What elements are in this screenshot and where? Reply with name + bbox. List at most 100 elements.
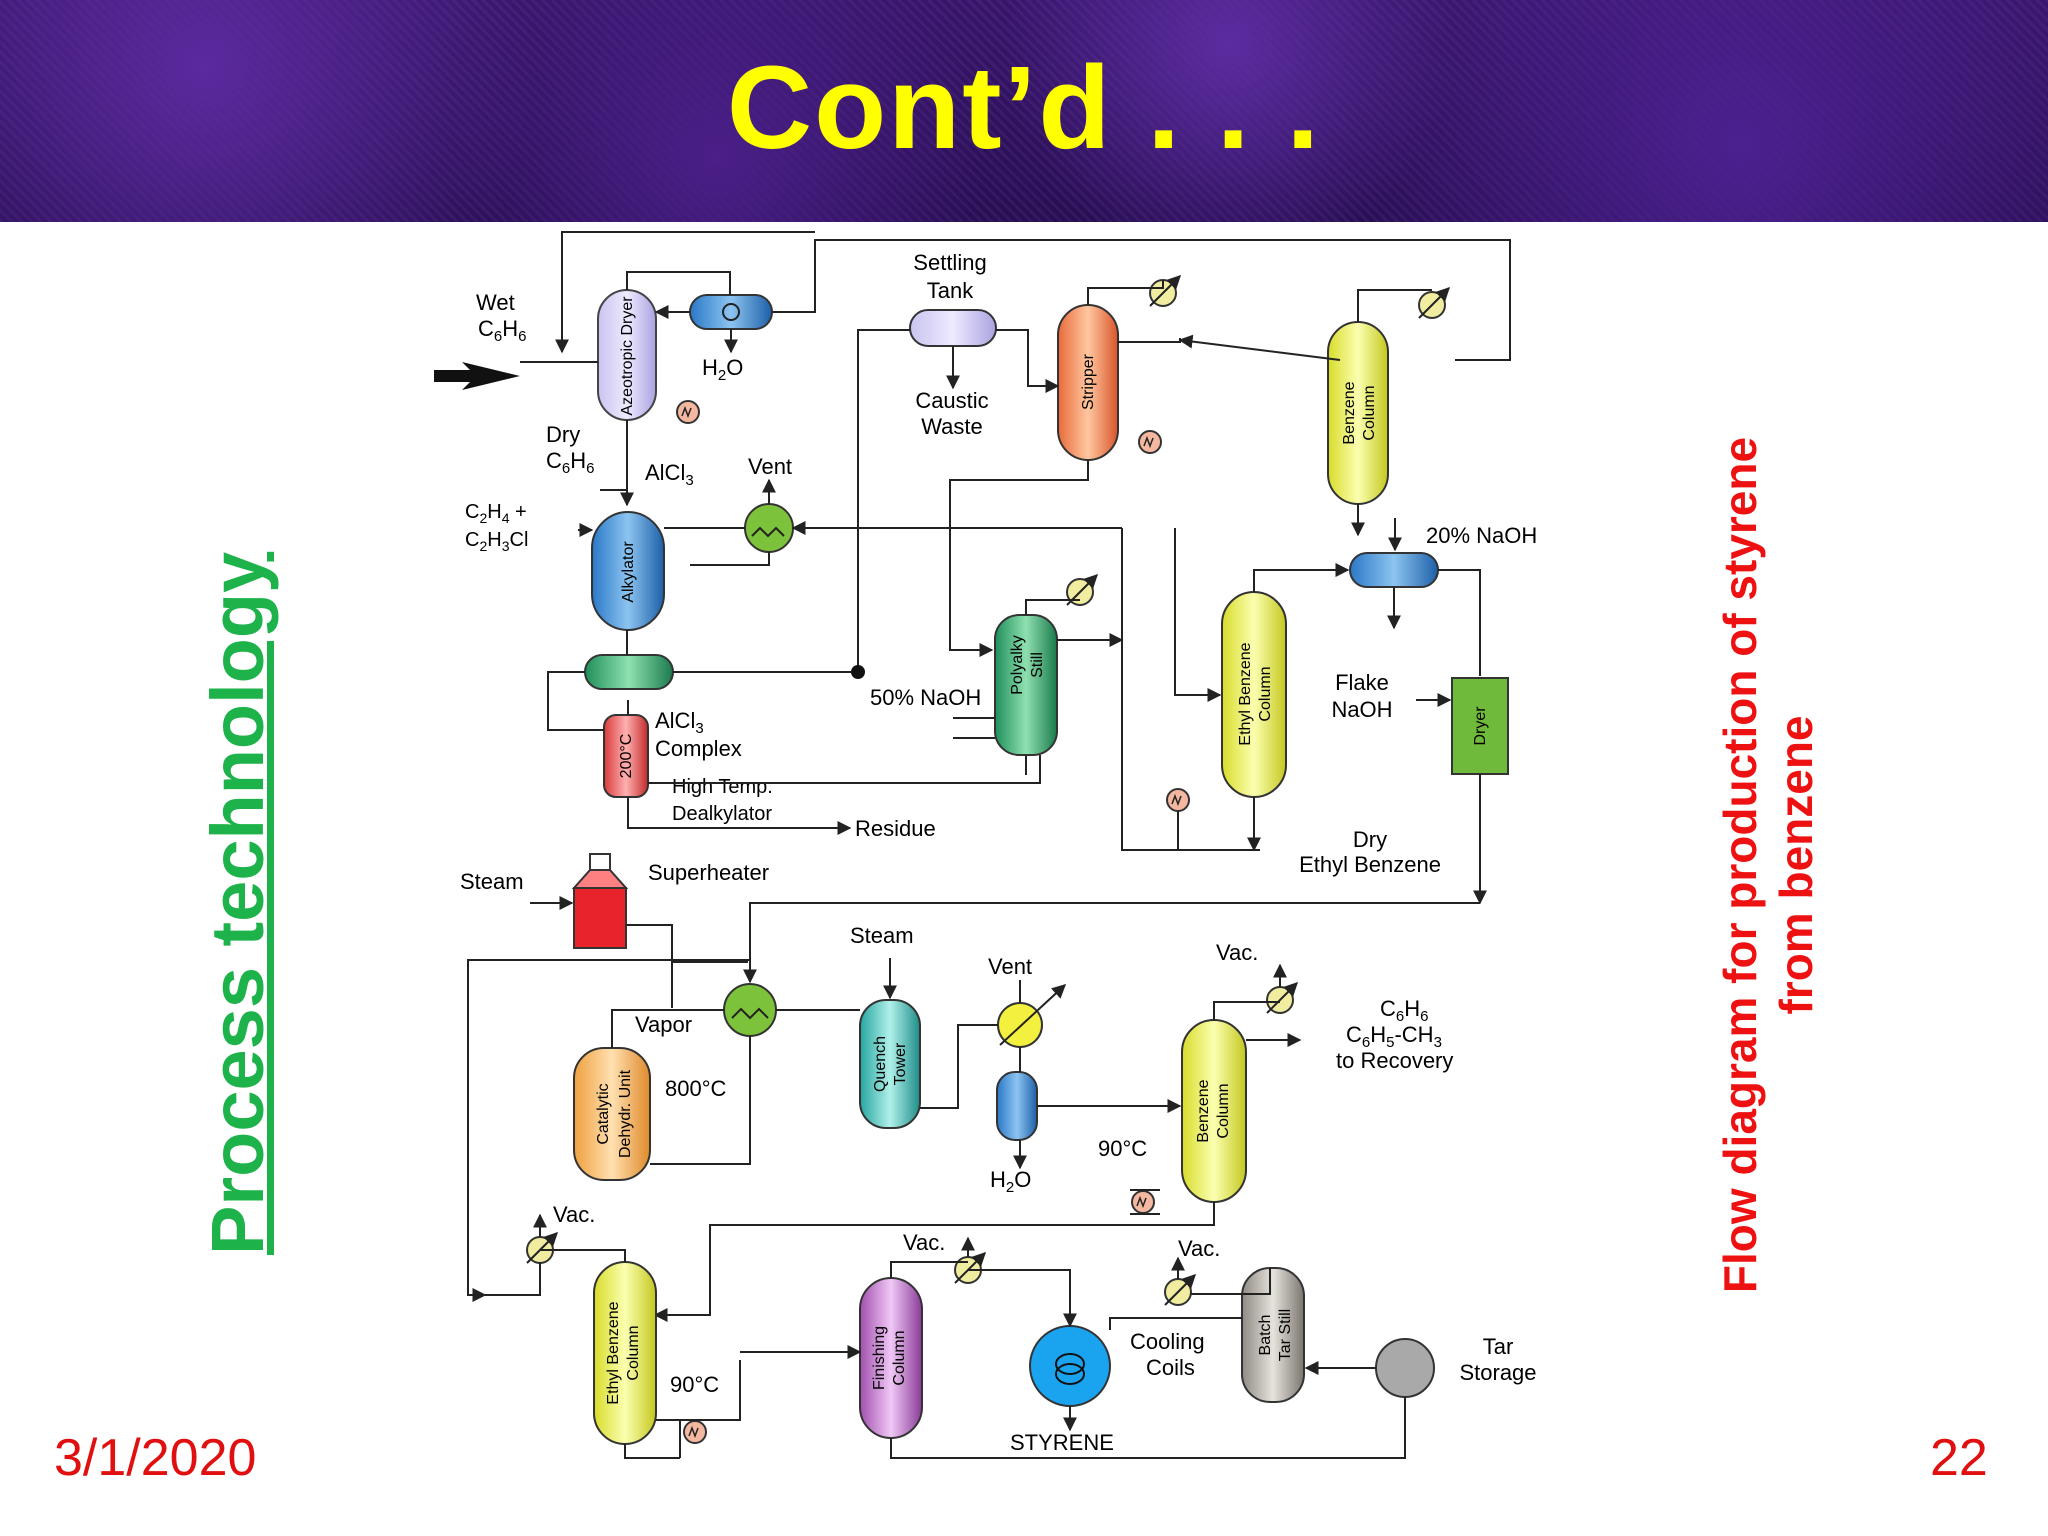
slide-date: 3/1/2020 — [54, 1429, 257, 1487]
residue-label: Residue — [855, 816, 936, 841]
tar-storage-label-2: Storage — [1459, 1360, 1536, 1385]
flake-naoh-label-1: Flake — [1335, 670, 1389, 695]
valve-icon — [1149, 275, 1181, 307]
temp-90-label-mid: 90°C — [1098, 1136, 1147, 1161]
alcl3-label: AlCl3 — [645, 460, 694, 489]
benzene-column-mid-label: Benzene — [1195, 1079, 1212, 1142]
vac-label-1: Vac. — [1216, 940, 1258, 965]
alcl3-complex-label-2: Complex — [655, 736, 742, 761]
ethyl-benzene-column-top-label: Ethyl Benzene — [1237, 642, 1254, 745]
ethyl-benzene-column-top: Ethyl Benzene Column — [1221, 591, 1287, 798]
reboiler-icon — [1166, 788, 1190, 812]
azeotropic-dryer: Azeotropic Dryer — [597, 289, 657, 421]
junction-dot — [851, 665, 865, 679]
column-label: Column — [891, 1330, 908, 1385]
reboiler-icon — [1131, 1190, 1155, 1214]
toluene-label: C6H5-CH3 — [1346, 1022, 1442, 1051]
alkylator-label: Alkylator — [620, 541, 637, 603]
bottom-piping — [468, 1213, 1406, 1459]
polyalky-still-label: Polyalky — [1009, 635, 1026, 695]
quench-label: Quench — [872, 1036, 889, 1092]
condenser-vent — [997, 984, 1067, 1048]
valve-icon — [1164, 1274, 1196, 1306]
dryer: Dryer — [1451, 677, 1509, 775]
vent-label-mid: Vent — [988, 954, 1032, 979]
benzene-column-mid: Benzene Column — [1181, 1019, 1247, 1203]
feed-arrow-icon — [434, 362, 520, 390]
wet-c6h6-label: C6H6 — [478, 316, 526, 345]
valve-icon — [954, 1252, 986, 1284]
stripper: Stripper — [1057, 304, 1119, 461]
top-piping — [520, 231, 1511, 905]
dry-eb-label-1: Dry — [1353, 827, 1387, 852]
high-temp-dealkylator: 200°C — [603, 714, 649, 798]
valve-icon — [526, 1232, 558, 1264]
alkylator: Alkylator — [591, 511, 665, 631]
finishing-column: Finishing Column — [859, 1277, 923, 1439]
ethyl-benzene-column-bottom: Ethyl Benzene Column — [593, 1261, 657, 1445]
caustic-waste-label-2: Waste — [921, 414, 983, 439]
dealkylator-label-2: Dealkylator — [672, 803, 772, 825]
settling-tank — [909, 309, 997, 347]
vac-label-3: Vac. — [903, 1230, 945, 1255]
h2o-label-top: H2O — [702, 355, 743, 384]
dealkylator-label-1: High Temp. — [672, 776, 773, 798]
valve-icon — [1418, 287, 1450, 319]
dry-eb-label-2: Ethyl Benzene — [1299, 852, 1441, 877]
steam-label-mid: Steam — [850, 923, 914, 948]
catalytic-label: Catalytic — [595, 1083, 612, 1144]
cooling-coils — [1029, 1325, 1111, 1407]
c2h3cl-label: C2H3Cl — [465, 529, 528, 554]
separator-drum — [996, 1071, 1038, 1141]
reboiler-icon — [676, 400, 700, 424]
naoh-20-label: 20% NaOH — [1426, 523, 1537, 548]
caustic-waste-label-1: Caustic — [915, 388, 988, 413]
quench-tower: Quench Tower — [859, 999, 921, 1129]
batch-tar-still: Batch Tar Still — [1241, 1267, 1305, 1403]
ethyl-benzene-column-top-label-2: Column — [1257, 666, 1274, 721]
c6h6-recovery-label: C6H6 — [1380, 996, 1428, 1025]
finishing-label: Finishing — [871, 1326, 888, 1390]
vapor-label: Vapor — [635, 1012, 692, 1037]
vent-label-top: Vent — [748, 454, 792, 479]
valve-icon — [1266, 982, 1298, 1014]
h2o-label-mid: H2O — [990, 1167, 1031, 1196]
wet-label: Wet — [476, 290, 515, 315]
alkylator-settler — [584, 654, 674, 690]
dryer-condenser — [689, 294, 773, 330]
superheater — [571, 853, 629, 949]
middle-exchanger — [723, 983, 777, 1037]
benzene-column-mid-label-2: Column — [1215, 1083, 1232, 1138]
polyalky-still: Polyalky Still — [994, 614, 1058, 756]
superheater-label: Superheater — [648, 860, 769, 885]
cooling-coils-label-2: Coils — [1146, 1355, 1195, 1380]
alcl3-complex-label-1: AlCl3 — [655, 708, 704, 737]
vac-label-2: Vac. — [553, 1202, 595, 1227]
dry-c6h6-label: C6H6 — [546, 448, 594, 477]
naoh-50-label: 50% NaOH — [870, 685, 981, 710]
reboiler-icon — [683, 1420, 707, 1444]
catalytic-dehydr-unit: Catalytic Dehydr. Unit — [573, 1047, 651, 1181]
slide-title: Cont’d . . . — [726, 42, 1322, 174]
benzene-column-top-label: Benzene — [1341, 381, 1358, 444]
temp-200-label: 200°C — [618, 734, 635, 779]
to-recovery-label: to Recovery — [1336, 1048, 1453, 1073]
eb-column-bottom-label-2: Column — [625, 1325, 642, 1380]
stripper-label: Stripper — [1080, 353, 1097, 410]
cooling-coils-label-1: Cooling — [1130, 1329, 1205, 1354]
alkylator-exchanger — [744, 503, 794, 553]
dryer-label: Dryer — [1472, 706, 1489, 746]
tar-storage — [1375, 1338, 1435, 1398]
dry-label: Dry — [546, 422, 580, 447]
tower-label: Tower — [892, 1042, 909, 1085]
polyalky-still-label-2: Still — [1029, 652, 1046, 678]
temp-800-label: 800°C — [665, 1076, 727, 1101]
benzene-column-top-label-2: Column — [1361, 385, 1378, 440]
steam-label-left: Steam — [460, 869, 524, 894]
batch-label: Batch — [1257, 1315, 1274, 1356]
dehydr-unit-label: Dehydr. Unit — [617, 1069, 634, 1158]
eb-column-bottom-label: Ethyl Benzene — [605, 1301, 622, 1404]
c2h4-label: C2H4 + — [465, 501, 527, 526]
naoh-wash-drum — [1349, 552, 1439, 588]
